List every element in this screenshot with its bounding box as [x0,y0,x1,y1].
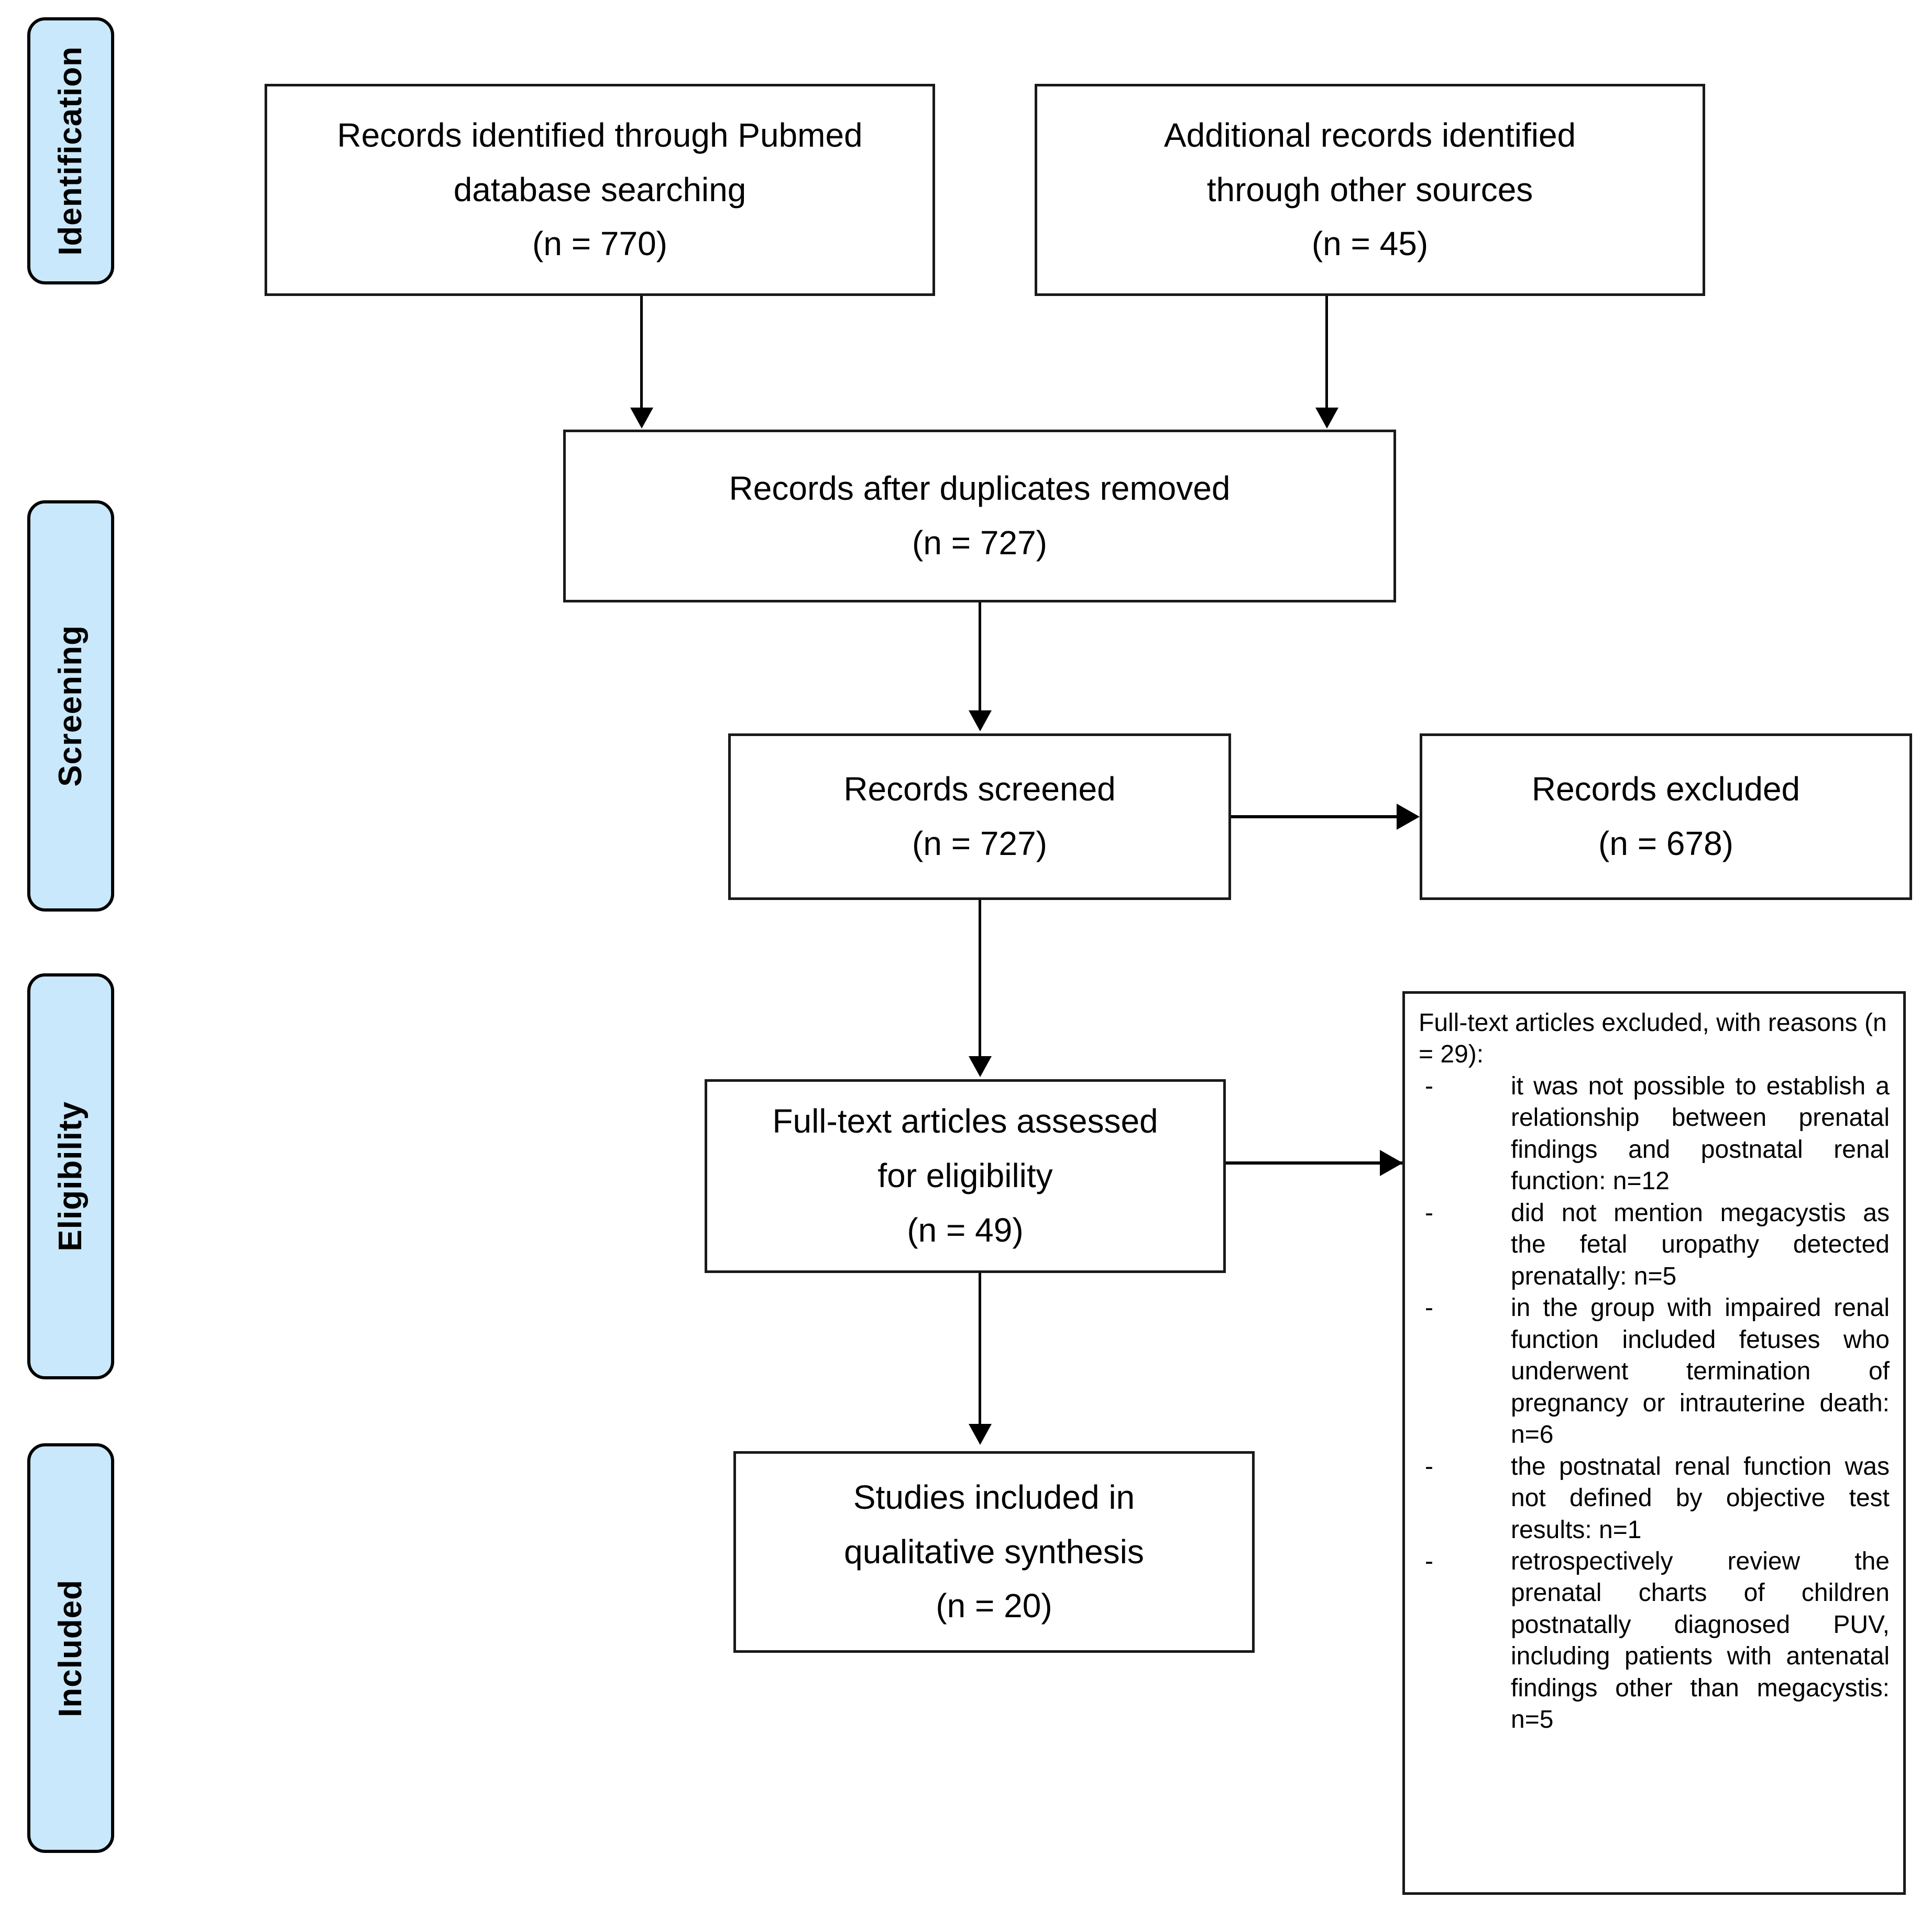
exclusion-reason-text: did not mention megacystis as the fetal … [1511,1199,1890,1290]
stage-tab-screening-label: Screening [52,625,89,787]
stage-tab-identification: Identification [27,17,114,284]
stage-tab-identification-label: Identification [52,46,89,256]
stage-tab-screening: Screening [27,500,114,912]
exclusion-reason-item: - retrospectively review the prenatal ch… [1419,1546,1890,1736]
exclusion-panel-heading: Full-text articles excluded, with reason… [1419,1009,1887,1069]
stage-tab-eligibility: Eligibility [27,973,114,1379]
box-fulltext-articles-assessed: Full-text articles assessed for eligibil… [705,1079,1226,1273]
arrowhead-duplicates-to-screened [969,710,992,731]
exclusion-reason-item: - did not mention megacystis as the feta… [1419,1198,1890,1292]
stage-tab-included-label: Included [52,1579,89,1717]
exclusion-reason-item: - the postnatal renal function was not d… [1419,1451,1890,1546]
box-studies-included-qualitative-synthesis: Studies included in qualitative synthesi… [733,1451,1255,1653]
bullet-dash-marker: - [1425,1547,1433,1575]
box-records-excluded-text: Records excluded (n = 678) [1531,770,1801,862]
box-additional-records-other-sources: Additional records identified through ot… [1035,84,1705,296]
arrowhead-other-to-duplicates [1315,408,1338,429]
box-records-after-duplicates-removed-text: Records after duplicates removed (n = 72… [729,469,1231,562]
exclusion-reason-text: it was not possible to establish a relat… [1511,1072,1890,1195]
box-additional-records-other-sources-text: Additional records identified through ot… [1163,116,1576,263]
connector-other-to-duplicates [1325,296,1328,409]
bullet-dash-marker: - [1425,1072,1433,1100]
arrowhead-fulltext-to-reasons [1380,1150,1403,1176]
exclusion-reason-text: the postnatal renal function was not def… [1511,1452,1890,1544]
arrowhead-pubmed-to-duplicates [630,408,653,429]
stage-tab-eligibility-label: Eligibility [52,1101,89,1252]
connector-fulltext-to-included [979,1273,981,1425]
exclusion-reason-item: - it was not possible to establish a rel… [1419,1071,1890,1198]
exclusion-reason-text: retrospectively review the prenatal char… [1511,1547,1890,1734]
arrowhead-screened-to-excluded [1397,804,1420,830]
arrowhead-screened-to-fulltext [969,1056,992,1077]
connector-pubmed-to-duplicates [640,296,643,409]
arrowhead-fulltext-to-included [969,1424,992,1445]
exclusion-reason-item: - in the group with impaired renal funct… [1419,1292,1890,1451]
box-records-identified-pubmed: Records identified through Pubmed databa… [265,84,935,296]
box-records-excluded: Records excluded (n = 678) [1420,733,1912,900]
box-fulltext-excluded-with-reasons: Full-text articles excluded, with reason… [1402,991,1906,1895]
box-records-identified-pubmed-text: Records identified through Pubmed databa… [337,116,863,263]
bullet-dash-marker: - [1425,1452,1433,1480]
bullet-dash-marker: - [1425,1199,1433,1227]
connector-screened-to-excluded [1231,815,1399,818]
exclusion-reason-text: in the group with impaired renal functio… [1511,1294,1890,1449]
exclusion-reason-list: - it was not possible to establish a rel… [1419,1071,1890,1736]
connector-fulltext-to-reasons [1226,1161,1404,1165]
box-fulltext-articles-assessed-text: Full-text articles assessed for eligibil… [772,1102,1158,1249]
box-records-screened: Records screened (n = 727) [728,733,1231,900]
stage-tab-included: Included [27,1443,114,1853]
box-records-after-duplicates-removed: Records after duplicates removed (n = 72… [563,430,1396,602]
box-records-screened-text: Records screened (n = 727) [843,770,1116,862]
connector-duplicates-to-screened [979,602,981,711]
connector-screened-to-fulltext [979,900,981,1057]
bullet-dash-marker: - [1425,1294,1433,1322]
box-studies-included-qualitative-synthesis-text: Studies included in qualitative synthesi… [844,1478,1144,1625]
